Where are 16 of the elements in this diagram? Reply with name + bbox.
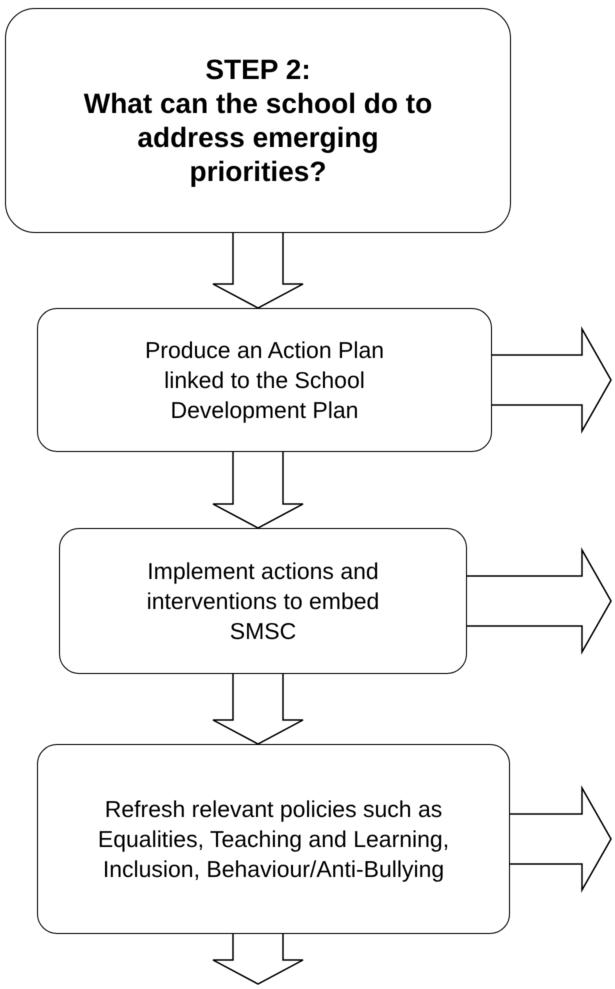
process-box [37, 308, 492, 452]
box-text: STEP 2: [205, 52, 311, 86]
box-text: Produce an Action Plan linked to the School Development Plan [144, 336, 386, 425]
block-arrow [212, 932, 304, 985]
process-box [59, 528, 467, 674]
box-text: Refresh relevant policies such as Equalities, Teaching and Learning, Inclusion, Behaviour/Anti-Bullying [96, 795, 450, 884]
box-text: Implement actions and interventions to embed SMSC [146, 557, 380, 646]
box-text: What can the school do to address emerging priorities? [82, 86, 434, 188]
block-arrow [212, 231, 304, 309]
process-box [5, 8, 511, 233]
block-arrow [465, 547, 612, 655]
block-arrow [508, 785, 612, 893]
block-arrow [212, 672, 304, 745]
block-arrow [490, 326, 612, 434]
block-arrow [212, 450, 304, 529]
process-box [37, 744, 510, 934]
